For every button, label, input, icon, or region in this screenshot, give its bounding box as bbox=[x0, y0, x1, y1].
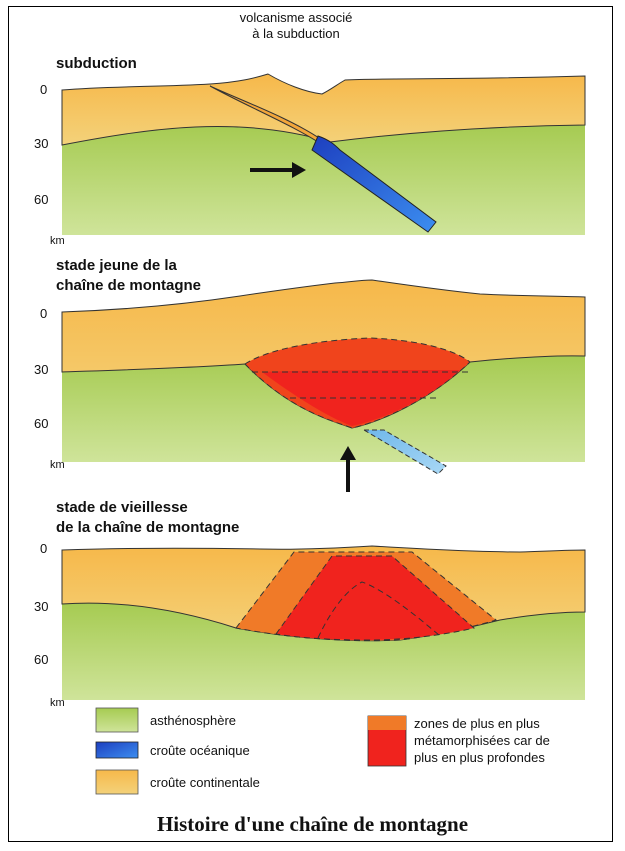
detached-slab bbox=[362, 429, 447, 475]
figure-frame bbox=[8, 6, 613, 842]
subduction-arrow bbox=[250, 162, 306, 178]
continental-crust-layer bbox=[61, 73, 586, 146]
volcanism-label-line2: à la subduction bbox=[252, 26, 339, 41]
legend-label-asthenosphere: asthénosphère bbox=[150, 713, 236, 728]
metamorphic-core-contour bbox=[317, 581, 441, 639]
volcanism-label-line1: volcanisme associé bbox=[240, 10, 353, 25]
oceanic-slab bbox=[311, 135, 437, 233]
panel-young-stage bbox=[61, 279, 586, 492]
legend bbox=[95, 707, 407, 795]
legend-label-metamorphic: plus en plus profondes bbox=[414, 750, 545, 765]
panel-title: chaîne de montagne bbox=[56, 277, 201, 294]
depth-unit-label: km bbox=[50, 697, 65, 709]
panel-title: subduction bbox=[56, 55, 137, 72]
asthenosphere-layer bbox=[62, 355, 585, 462]
depth-tick-label: 30 bbox=[34, 599, 48, 614]
depth-tick-label: 0 bbox=[40, 82, 47, 97]
depth-tick-label: 30 bbox=[34, 136, 48, 151]
panel-title: stade de vieillesse bbox=[56, 499, 188, 516]
depth-tick-label: 60 bbox=[34, 416, 48, 431]
depth-unit-label: km bbox=[50, 235, 65, 247]
figure-caption: Histoire d'une chaîne de montagne bbox=[156, 812, 469, 836]
depth-tick-label: 0 bbox=[40, 306, 47, 321]
depth-tick-label: 0 bbox=[40, 541, 47, 556]
depth-unit-label: km bbox=[50, 459, 65, 471]
depth-tick-label: 60 bbox=[34, 192, 48, 207]
legend-label-metamorphic: métamorphisées car de bbox=[414, 733, 550, 748]
legend-swatch-continental-crust bbox=[95, 769, 139, 795]
metamorphic-inner-zone bbox=[275, 555, 476, 641]
legend-label-oceanic-crust: croûte océanique bbox=[150, 743, 250, 758]
legend-label-continental-crust: croûte continentale bbox=[150, 775, 260, 790]
depth-tick-label: 60 bbox=[34, 652, 48, 667]
legend-swatch-asthenosphere bbox=[95, 707, 139, 733]
asthenosphere-layer bbox=[62, 125, 585, 235]
legend-swatch-metamorphic-outer bbox=[368, 716, 406, 730]
asthenosphere-layer bbox=[62, 603, 585, 700]
panel-title: de la chaîne de montagne bbox=[56, 519, 239, 536]
uplift-arrow bbox=[340, 446, 356, 492]
legend-swatch-oceanic-crust bbox=[95, 741, 139, 759]
legend-label-metamorphic: zones de plus en plus bbox=[414, 716, 540, 731]
panel-subduction bbox=[61, 73, 586, 235]
depth-tick-label: 30 bbox=[34, 362, 48, 377]
panel-title: stade jeune de la bbox=[56, 257, 178, 274]
panel-old-stage bbox=[61, 545, 586, 700]
